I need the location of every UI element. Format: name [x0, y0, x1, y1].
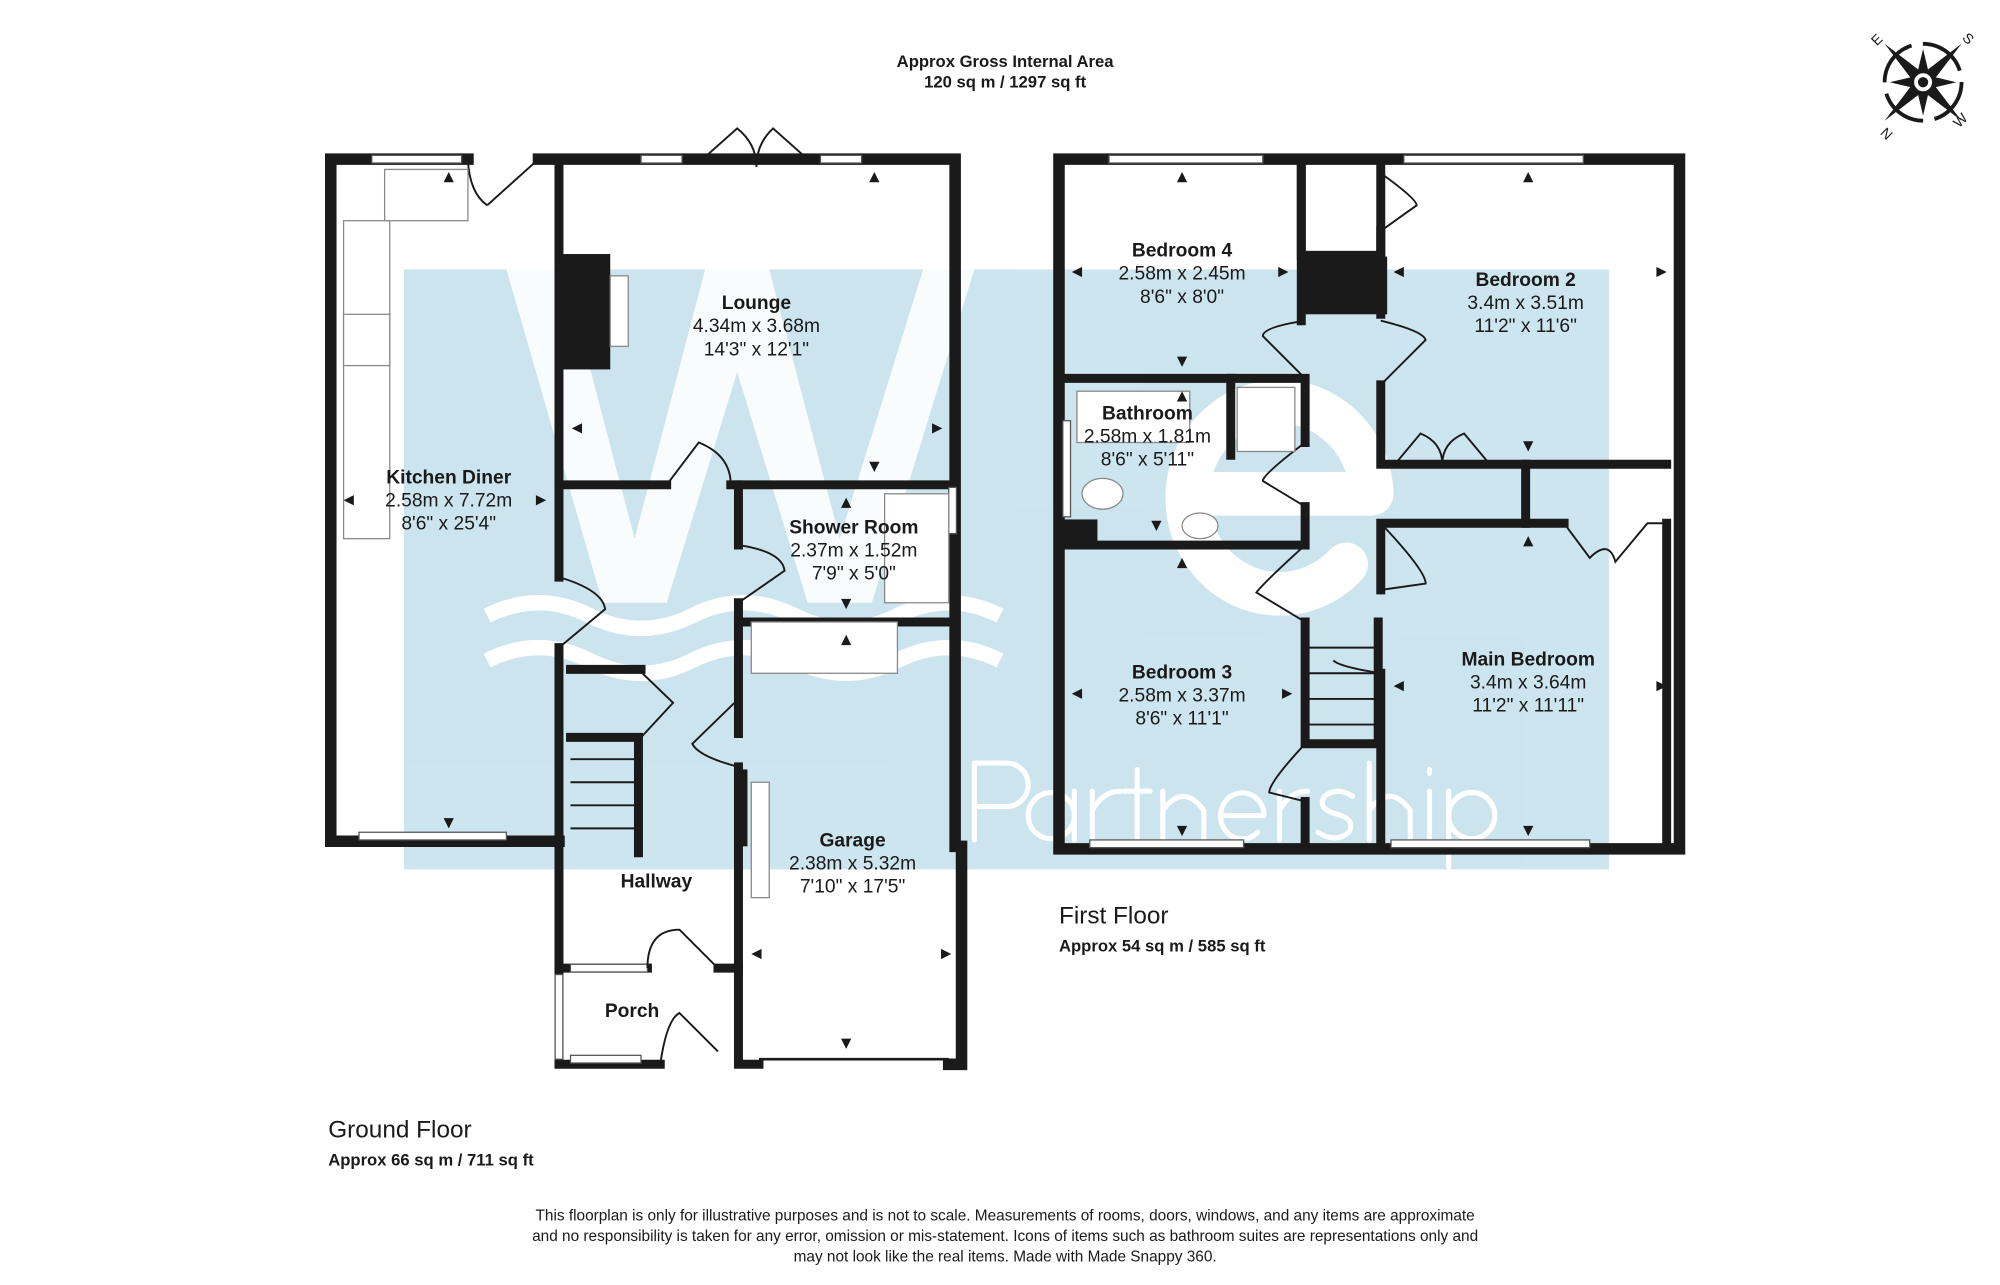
room-size-imperial: 11'2" x 11'11"	[1472, 696, 1584, 717]
room-size-imperial: 7'9" x 5'0"	[812, 564, 896, 585]
room-shower-room: Shower Room 2.37m x 1.52m 7'9" x 5'0"	[789, 518, 918, 585]
room-main-bedroom: Main Bedroom 3.4m x 3.64m 11'2" x 11'11"	[1461, 650, 1594, 717]
room-name: Kitchen Diner	[386, 468, 511, 489]
room-size-metric: 4.34m x 3.68m	[693, 316, 820, 337]
room-name: Bedroom 3	[1132, 662, 1232, 683]
room-name: Shower Room	[789, 518, 918, 539]
room-name: Bedroom 2	[1475, 270, 1575, 291]
room-name: Bathroom	[1102, 403, 1193, 424]
room-name: Lounge	[722, 293, 792, 314]
compass-letter-e: E	[1868, 31, 1886, 49]
room-size-metric: 3.4m x 3.64m	[1470, 673, 1586, 694]
room-bedroom-4: Bedroom 4 2.58m x 2.45m 8'6" x 8'0"	[1118, 241, 1245, 308]
room-porch: Porch	[605, 1001, 659, 1022]
compass-rose-icon: N E S W	[1868, 29, 1978, 142]
room-name: Garage	[819, 830, 886, 851]
ground-floor-area: Approx 66 sq m / 711 sq ft	[328, 1151, 534, 1170]
room-size-metric: 2.37m x 1.52m	[790, 541, 917, 562]
room-size-imperial: 7'10" x 17'5"	[800, 877, 905, 898]
room-size-imperial: 8'6" x 11'1"	[1135, 709, 1228, 730]
room-hallway: Hallway	[621, 871, 693, 892]
room-size-imperial: 8'6" x 5'11"	[1101, 450, 1194, 471]
room-size-imperial: 14'3" x 12'1"	[704, 339, 809, 360]
room-size-metric: 3.4m x 3.51m	[1467, 293, 1583, 314]
room-size-metric: 2.58m x 2.45m	[1118, 264, 1245, 285]
ground-floor-plan	[325, 127, 968, 1071]
room-size-imperial: 8'6" x 25'4"	[401, 514, 496, 535]
disclaimer-line-2: and no responsibility is taken for any e…	[532, 1228, 1478, 1245]
room-lounge: Lounge 4.34m x 3.68m 14'3" x 12'1"	[693, 293, 820, 360]
disclaimer-line-3: may not look like the real items. Made w…	[794, 1249, 1217, 1266]
room-bedroom-3: Bedroom 3 2.58m x 3.37m 8'6" x 11'1"	[1118, 662, 1245, 729]
room-size-metric: 2.58m x 3.37m	[1118, 685, 1245, 706]
compass-letter-n: N	[1877, 124, 1896, 143]
room-size-metric: 2.38m x 5.32m	[789, 853, 916, 874]
ground-floor-title: Ground Floor	[328, 1116, 471, 1143]
first-floor-title: First Floor	[1059, 902, 1169, 929]
gross-area-value: 120 sq m / 1297 sq ft	[924, 72, 1086, 91]
room-size-metric: 2.58m x 1.81m	[1084, 427, 1211, 448]
first-floor-plan	[1053, 153, 1686, 855]
room-size-imperial: 8'6" x 8'0"	[1140, 287, 1224, 308]
compass-letter-s: S	[1959, 29, 1977, 47]
room-size-imperial: 11'2" x 11'6"	[1474, 316, 1577, 337]
room-kitchen-diner: Kitchen Diner 2.58m x 7.72m 8'6" x 25'4"	[385, 468, 512, 535]
gross-area-title: Approx Gross Internal Area	[897, 52, 1115, 71]
room-size-metric: 2.58m x 7.72m	[385, 491, 512, 512]
room-bedroom-2: Bedroom 2 3.4m x 3.51m 11'2" x 11'6"	[1467, 270, 1583, 337]
room-garage: Garage 2.38m x 5.32m 7'10" x 17'5"	[789, 830, 916, 897]
room-bathroom: Bathroom 2.58m x 1.81m 8'6" x 5'11"	[1084, 403, 1211, 470]
room-name: Main Bedroom	[1461, 650, 1594, 671]
room-name: Bedroom 4	[1132, 241, 1233, 262]
disclaimer-line-1: This floorplan is only for illustrative …	[536, 1208, 1475, 1225]
first-floor-area: Approx 54 sq m / 585 sq ft	[1059, 936, 1266, 955]
